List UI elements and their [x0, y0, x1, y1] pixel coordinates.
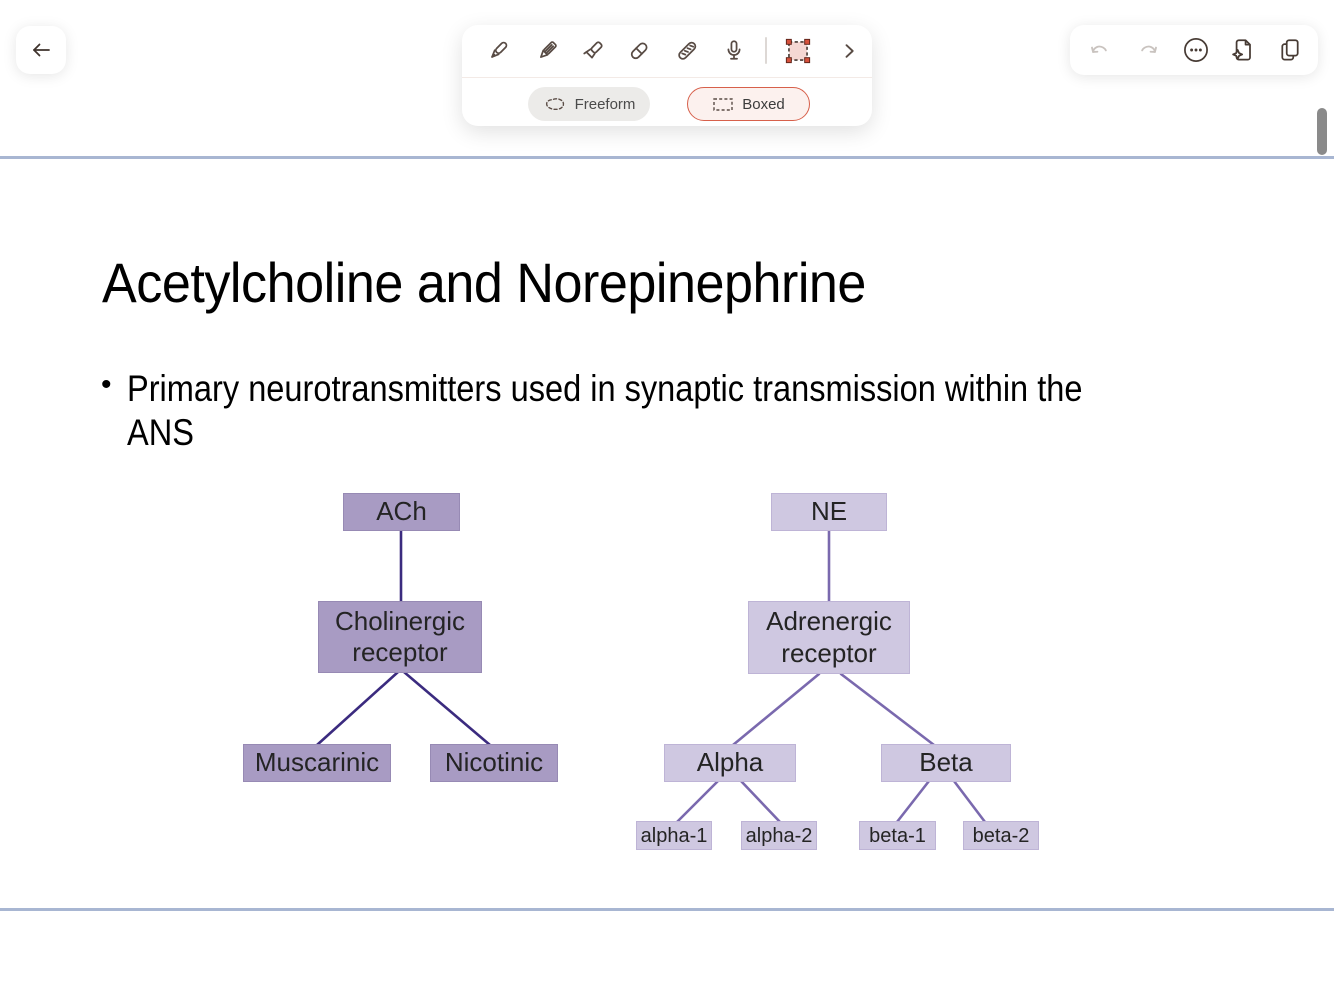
diagram-node-nicotinic: Nicotinic: [430, 744, 558, 782]
bullet-line-1: Primary neurotransmitters used in synapt…: [127, 368, 1083, 409]
highlighter-icon: [583, 41, 603, 59]
toolbar-divider: [765, 37, 767, 64]
back-button[interactable]: [16, 26, 66, 74]
diagram-node-beta2: beta-2: [963, 821, 1039, 850]
more-options-button[interactable]: [1181, 35, 1211, 65]
pen-icon: [491, 41, 508, 58]
page-separator-bottom: [0, 908, 1334, 911]
diagram-node-beta1: beta-1: [859, 821, 936, 850]
copy-pages-button[interactable]: [1275, 35, 1305, 65]
tape-icon: [678, 41, 697, 60]
eraser-icon: [630, 42, 648, 60]
diagram-node-alpha2: alpha-2: [741, 821, 817, 850]
ellipsis-icon: [1184, 38, 1208, 62]
microphone-icon: [727, 40, 741, 60]
undo-button[interactable]: [1085, 35, 1115, 65]
pen-tool-button[interactable]: [483, 36, 513, 66]
undo-icon: [1091, 45, 1107, 53]
page-separator-top: [0, 156, 1334, 159]
bullet-glyph: •: [101, 368, 112, 401]
bullet-line-2: ANS: [127, 412, 194, 453]
ai-document-button[interactable]: [1228, 35, 1258, 65]
diagram-node-adrenergic: Adrenergic receptor: [748, 601, 910, 674]
redo-icon: [1141, 45, 1157, 53]
ai-document-icon: [1232, 39, 1251, 61]
highlighter-tool-button[interactable]: [578, 36, 608, 66]
tools-row: [462, 25, 872, 76]
boxed-selection-icon: [785, 38, 811, 64]
freeform-mode-button[interactable]: Freeform: [528, 87, 650, 121]
back-arrow-icon: [28, 37, 54, 63]
diagram-node-ne: NE: [771, 493, 887, 531]
boxed-mode-button[interactable]: Boxed: [687, 87, 810, 121]
boxed-rect-icon: [713, 97, 733, 111]
microphone-tool-button[interactable]: [719, 36, 749, 66]
freeform-lasso-icon: [545, 97, 564, 110]
redo-button[interactable]: [1133, 35, 1163, 65]
selection-mode-row: Freeform Boxed: [462, 77, 872, 127]
more-tools-button[interactable]: [834, 36, 864, 66]
diagram-node-alpha1: alpha-1: [636, 821, 712, 850]
scrollbar-thumb[interactable]: [1317, 108, 1327, 155]
slide-title: Acetylcholine and Norepinephrine: [102, 251, 866, 314]
pencil-icon: [540, 41, 557, 58]
diagram-node-ach: ACh: [343, 493, 460, 531]
selection-tool-button[interactable]: [783, 36, 813, 66]
document-actions-toolbar: [1070, 25, 1318, 75]
pencil-tool-button[interactable]: [532, 36, 562, 66]
diagram-node-cholinergic: Cholinergic receptor: [318, 601, 482, 673]
freeform-mode-label: Freeform: [574, 95, 636, 113]
bullet-text: Primary neurotransmitters used in synapt…: [127, 367, 1082, 455]
diagram-node-alpha: Alpha: [664, 744, 796, 782]
boxed-mode-label: Boxed: [742, 95, 785, 113]
drawing-toolbar: Freeform Boxed: [462, 25, 872, 126]
copy-pages-icon: [1281, 39, 1299, 61]
chevron-right-icon: [845, 44, 854, 58]
tape-tool-button[interactable]: [672, 36, 702, 66]
eraser-tool-button[interactable]: [624, 36, 654, 66]
diagram-node-beta: Beta: [881, 744, 1011, 782]
diagram-node-muscarinic: Muscarinic: [243, 744, 391, 782]
